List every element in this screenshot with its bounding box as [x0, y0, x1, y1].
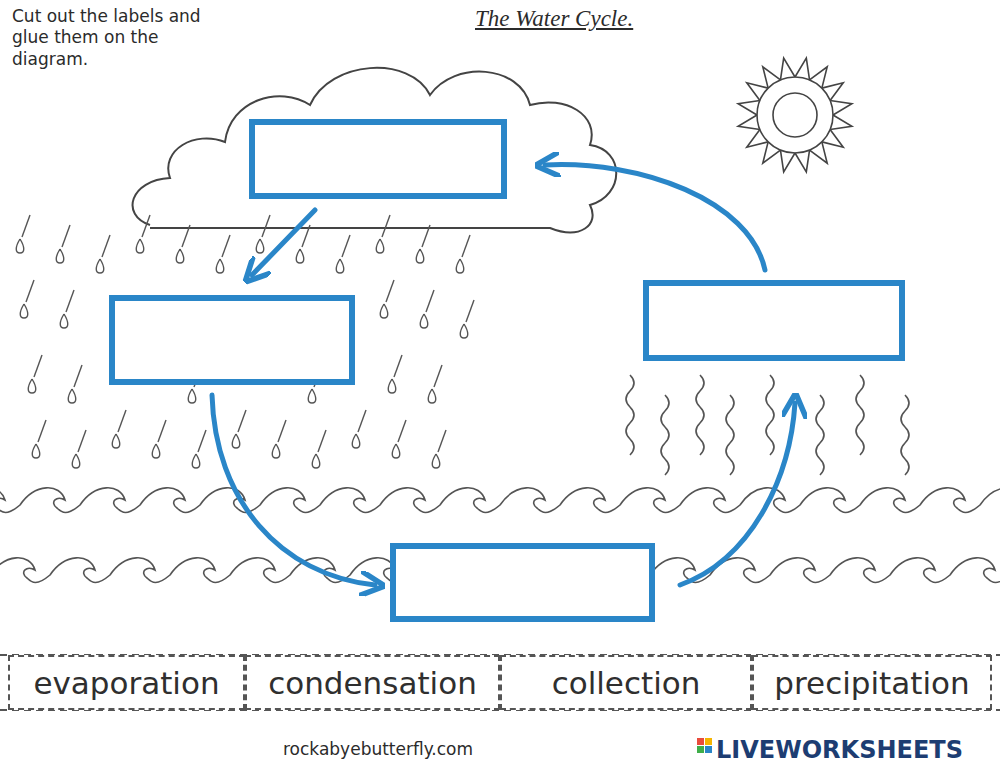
cut-line	[0, 655, 1000, 710]
cut-out-label: evaporation	[8, 655, 245, 710]
cut-out-label: collection	[500, 655, 752, 710]
source-credit: rockabyebutterfly.com	[283, 739, 473, 760]
cut-out-label: precipitation	[752, 655, 992, 710]
label-word: precipitation	[774, 665, 969, 701]
cloud	[133, 68, 617, 232]
cut-out-label: condensation	[245, 655, 500, 710]
rain	[16, 215, 474, 468]
watermark: LIVEWORKSHEETS	[716, 735, 963, 765]
logo-icon	[697, 738, 712, 753]
title: The Water Cycle.	[475, 6, 633, 32]
label-box	[112, 122, 902, 619]
sun	[738, 58, 852, 172]
label-word: collection	[552, 665, 701, 701]
cycle-arrow	[212, 165, 795, 585]
label-word: condensation	[268, 665, 477, 701]
instruction-note: Cut out the labels and glue them on the …	[12, 6, 217, 70]
vapour-lines	[626, 375, 909, 475]
label-word: evaporation	[33, 665, 219, 701]
